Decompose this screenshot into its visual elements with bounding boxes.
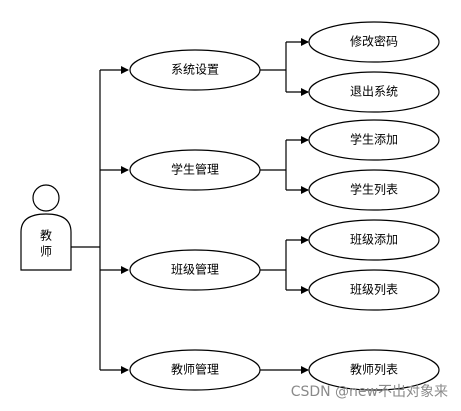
actor-connectors: [71, 66, 129, 374]
child-ellipse: [308, 349, 440, 391]
module-label: 系统设置: [171, 63, 219, 77]
child-ellipse: [308, 169, 440, 211]
module-label: 班级管理: [171, 262, 219, 277]
child-label: 退出系统: [350, 85, 398, 99]
module-teacher-management: 教师管理 教师列表: [129, 349, 440, 391]
module-2-branch-lines: [260, 139, 308, 191]
actor-label-line2: 师: [40, 245, 52, 259]
module-1-branch-lines: [260, 41, 308, 93]
child-label: 班级列表: [350, 283, 398, 297]
child-ellipse: [308, 269, 440, 311]
child-label: 学生列表: [350, 182, 398, 197]
module-system-settings: 系统设置 修改密码 退出系统: [129, 21, 440, 113]
module-3-branch-lines: [260, 239, 308, 291]
child-ellipse: [308, 21, 440, 63]
child-label: 修改密码: [350, 34, 398, 49]
child-ellipse: [308, 219, 440, 261]
child-ellipse: [308, 71, 440, 113]
module-label: 学生管理: [171, 162, 219, 177]
child-label: 教师列表: [350, 362, 398, 377]
module-label: 教师管理: [171, 362, 219, 377]
actor-body: [20, 213, 72, 271]
child-label: 学生添加: [350, 132, 398, 147]
watermark-text: CSDN @new不出对象来: [291, 384, 448, 400]
actor-head: [32, 184, 60, 212]
child-label: 班级添加: [350, 233, 398, 247]
module-student-management: 学生管理 学生添加 学生列表: [129, 119, 440, 211]
child-ellipse: [308, 119, 440, 161]
actor-label-line1: 教: [40, 228, 52, 243]
actor-teacher: 教 师: [20, 184, 72, 271]
module-class-management: 班级管理 班级添加 班级列表: [129, 219, 440, 311]
